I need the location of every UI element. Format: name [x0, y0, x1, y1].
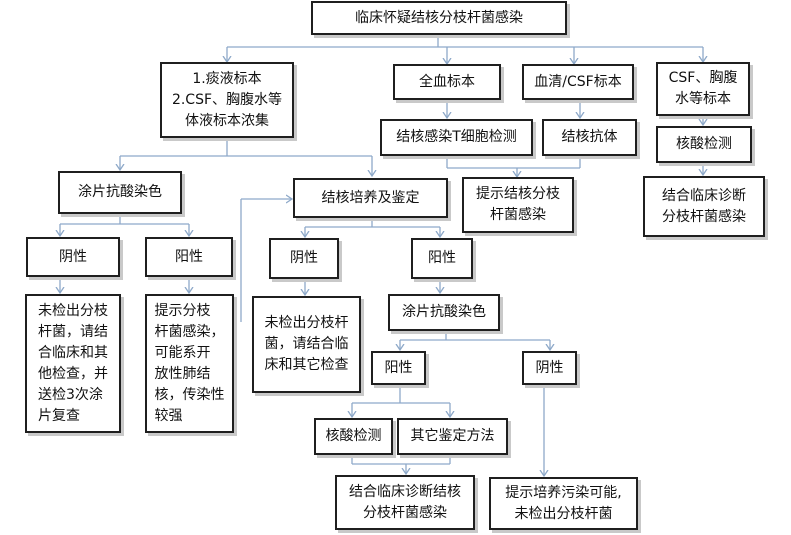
nucleic-top-node: 核酸检测 [656, 126, 752, 163]
pos-1-result-node: 提示分枝 杆菌感染， 可能系开 放性肺结 核，传染性 较强 [145, 294, 234, 433]
pos-2-node: 阳性 [411, 238, 473, 279]
tcell-test-node: 结核感染T细胞检测 [380, 119, 533, 156]
sample-serum-node: 血清/CSF标本 [522, 64, 634, 100]
clinical-dx-bottom-node: 结合临床诊断结核 分枝杆菌感染 [335, 475, 475, 530]
pos-1-node: 阳性 [145, 237, 233, 277]
root-node: 临床怀疑结核分枝杆菌感染 [311, 1, 567, 35]
contamination-node: 提示培养污染可能, 未检出分枝杆菌 [489, 477, 638, 530]
neg-1-result-node: 未检出分枝 杆菌，请结 合临床和其 他检查，并 送检3次涂 片复查 [25, 294, 121, 433]
smear-1-node: 涂片抗酸染色 [58, 171, 182, 214]
neg-3-node: 阴性 [522, 351, 577, 385]
smear-2-node: 涂片抗酸染色 [388, 294, 500, 331]
neg-2-result-node: 未检出分枝杆 菌，请结合临 床和其它检查 [252, 296, 361, 393]
sample-blood-node: 全血标本 [393, 64, 501, 100]
pos-3-node: 阳性 [371, 351, 426, 385]
sample-sputum-csf-node: 1.痰液标本 2.CSF、胸腹水等 体液标本浓集 [160, 62, 294, 138]
sample-csf-pleural-node: CSF、胸腹 水等标本 [656, 62, 750, 116]
clinical-dx-mtb-node: 结合临床诊断 分枝杆菌感染 [643, 176, 765, 237]
antibody-node: 结核抗体 [542, 119, 637, 156]
nucleic-bottom-node: 核酸检测 [314, 418, 393, 455]
culture-node: 结核培养及鉴定 [293, 178, 448, 218]
other-methods-node: 其它鉴定方法 [397, 418, 508, 455]
neg-2-node: 阴性 [269, 238, 339, 279]
suggest-tb-infection-node: 提示结核分枝 杆菌感染 [462, 177, 574, 233]
neg-1-node: 阴性 [26, 237, 120, 277]
